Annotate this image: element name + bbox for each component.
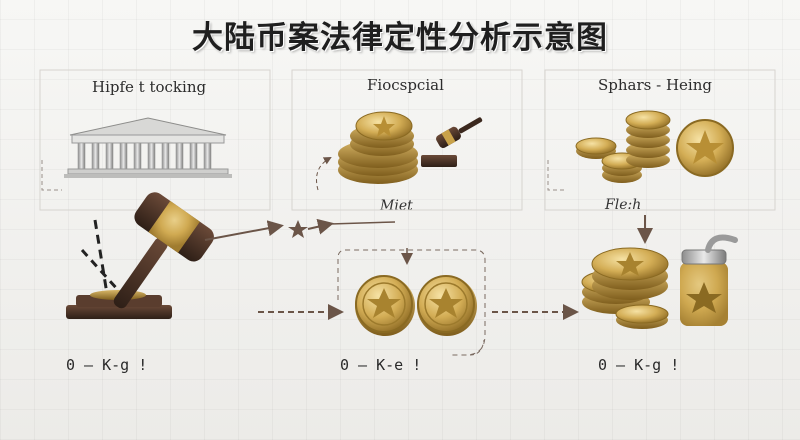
column-3-mid-label: Fle:h: [605, 197, 642, 213]
coin-stack-icon: [338, 111, 418, 184]
column-3-footer: 0 — K-g !: [598, 356, 680, 374]
page-title: 大陆币案法律定性分析示意图: [192, 20, 608, 56]
coin-icon: [417, 275, 477, 336]
column-3-heading: Sphars - Heing: [598, 76, 712, 94]
coin-pile-icon: [575, 110, 734, 183]
center-dashed-frame: [337, 249, 486, 356]
miet-underline: [329, 221, 396, 225]
gavel-icon: [66, 192, 214, 319]
curved-arrow: [316, 157, 332, 191]
dashed-connector: [41, 160, 62, 191]
column-2-footer: 0 — K-e !: [340, 356, 422, 374]
dashed-connector-right: [547, 160, 565, 191]
arrow-gavel-to-center: [204, 220, 284, 241]
column-2-heading: Fiocspcial: [367, 76, 444, 94]
coin-stack-icon: [581, 247, 669, 329]
column-1-footer: 0 — K-g !: [66, 356, 148, 374]
jar-icon: [680, 234, 738, 326]
bottom-connector: [469, 339, 485, 356]
column-1-heading: Hipfe t tocking: [92, 78, 207, 96]
star-icon: [288, 220, 308, 238]
courthouse-icon: [64, 117, 232, 178]
arrow-star: [307, 218, 334, 235]
small-gavel-icon: [421, 117, 483, 167]
coin-icon: [355, 275, 415, 336]
